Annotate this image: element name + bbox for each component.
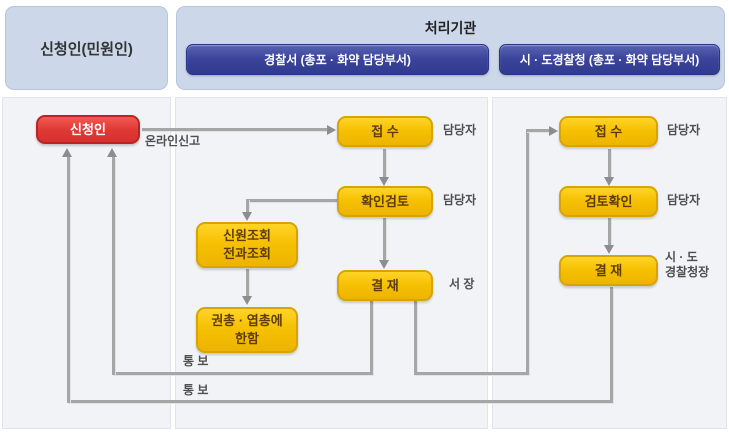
node-ps-receipt: 접 수 [337,116,433,147]
provincial-police-dept-pill: 시 · 도경찰청 (총포 · 화약 담당부서) [499,44,720,75]
arrowhead-up-icon [107,148,117,157]
processing-org-title: 처리기관 [424,20,477,36]
arrowhead-down-icon [242,296,252,305]
connector-notify1-h [112,372,373,375]
arrowhead-down-icon [604,245,614,254]
label-notify-1: 통 보 [183,354,209,368]
connector-forward-h2 [526,129,549,132]
id-check-line2: 전과조회 [223,246,271,261]
label-pp-approval-role: 시 · 도 경찰청장 [665,250,709,280]
node-pp-review: 검토확인 [559,186,658,217]
node-ps-approval: 결 재 [337,270,433,301]
id-check-line1: 신원조회 [223,228,271,244]
node-ps-id-check: 신원조회 전과조회 [196,222,298,268]
connector-notify2-v2 [67,157,70,403]
processing-org-header-box: 처리기관 경찰서 (총포 · 화약 담당부서) 시 · 도경찰청 (총포 · 화… [176,6,725,90]
connector-forward-v2 [526,129,529,375]
pistol-note-line1: 권총 · 엽총에 [211,313,283,329]
pp-approval-role-line1: 시 · 도 [665,250,698,264]
node-pp-approval: 결 재 [559,255,658,286]
node-applicant: 신청인 [36,115,140,144]
label-ps-approval-role: 서 장 [449,277,475,291]
arrowhead-right-icon [549,126,558,136]
pp-approval-role-line2: 경찰청장 [665,265,710,279]
connector-notify1-v1 [370,301,373,375]
node-ps-review: 확인검토 [337,186,433,217]
arrowhead-right-icon [327,125,336,135]
arrowhead-down-icon [242,212,252,221]
label-online-report: 온라인신고 [145,134,201,148]
label-pp-review-role: 담당자 [667,193,701,207]
connector-notify2-v1 [610,287,613,403]
connector-idcheck-pistol [246,269,249,297]
label-ps-receipt-role: 담당자 [443,123,477,137]
node-pp-receipt: 접 수 [559,116,658,147]
pistol-note-line2: 한함 [235,331,259,346]
arrowhead-down-icon [379,260,389,269]
connector-pp-receipt-review [608,149,611,180]
arrowhead-down-icon [604,177,614,186]
connector-forward-h1 [414,372,529,375]
connector-pp-review-approval [608,218,611,246]
connector-ps-receipt-review [383,149,386,180]
police-station-dept-pill: 경찰서 (총포 · 화약 담당부서) [186,44,489,75]
label-ps-review-role: 담당자 [443,193,477,207]
connector-notify2-h [67,400,613,403]
applicant-header-label: 신청인(민원인) [40,40,133,58]
node-ps-pistol-note: 권총 · 엽총에 한함 [196,307,298,353]
connector-review-idcheck-v [246,199,249,213]
label-notify-2: 통 보 [183,383,209,397]
connector-notify1-v2 [112,157,115,375]
arrowhead-up-icon [62,148,72,157]
arrowhead-down-icon [379,177,389,186]
connector-review-idcheck-h [246,199,337,202]
connector-online-report-line [142,128,330,131]
label-pp-receipt-role: 담당자 [667,123,701,137]
connector-review-approval [383,218,386,261]
applicant-header-box: 신청인(민원인) [5,6,168,90]
connector-forward-v1 [414,301,417,375]
